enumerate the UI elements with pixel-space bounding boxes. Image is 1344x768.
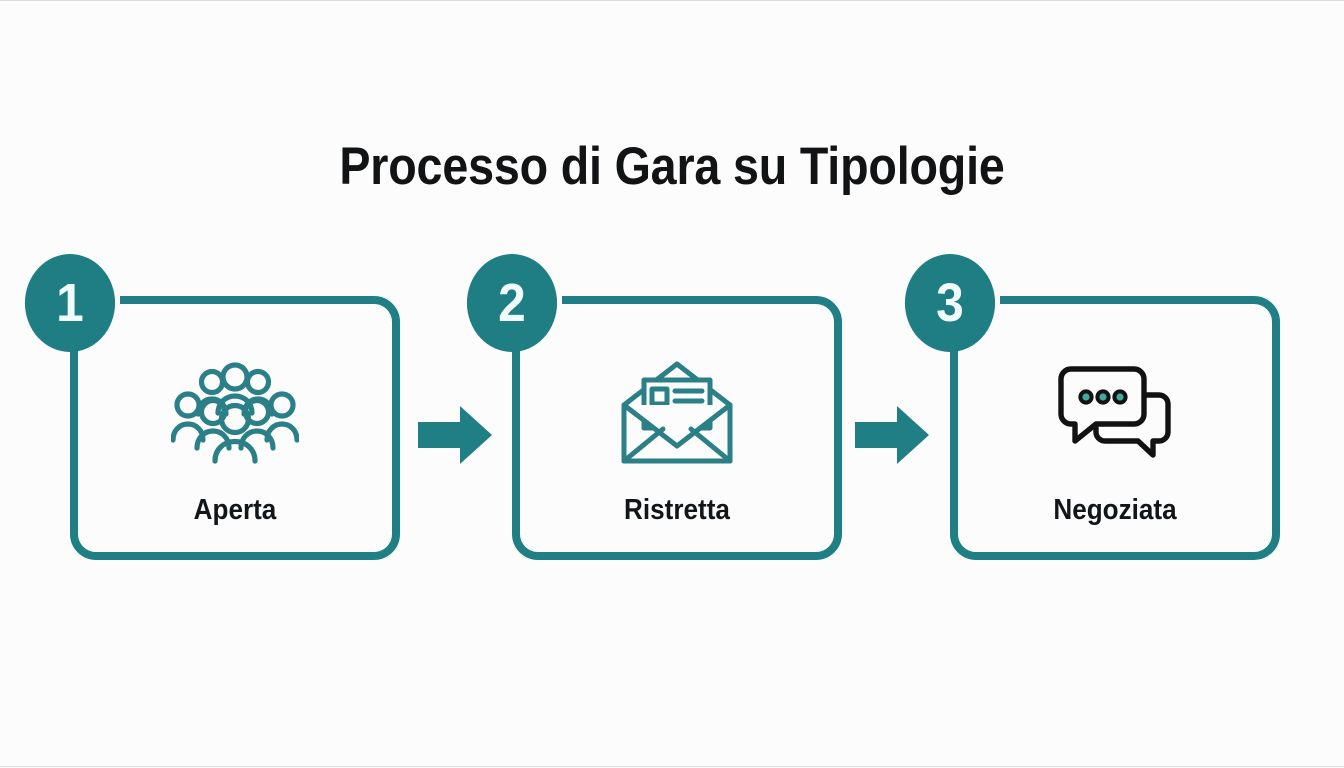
step-label-1: Aperta [193,494,277,526]
speech-bubbles-icon [1058,366,1171,458]
step-badge-3-number: 3 [936,273,964,333]
step-card-2-frame [512,296,842,560]
step-card-1[interactable]: 1 [24,254,400,560]
canvas-bottom-edge [0,766,1344,767]
right-arrow-icon [418,406,492,464]
step-badge-2-number: 2 [498,273,526,333]
connector-arrow-1 [418,404,492,466]
page-title: Processo di Gara su Tipologie [339,137,1005,196]
right-arrow-icon [855,406,929,464]
step-card-3[interactable]: 3 Negoziata [904,254,1280,560]
step-badge-1: 1 [24,254,116,352]
step-label-3: Negoziata [1053,494,1177,526]
step-label-2: Ristretta [624,494,730,526]
step-icon-1 [70,354,400,474]
step-card-3-frame [950,296,1280,560]
open-envelope-letter-icon [621,361,733,464]
step-badge-3: 3 [904,254,996,352]
step-card-2[interactable]: 2 Ris [466,254,842,560]
step-card-1-frame [70,296,400,560]
connector-arrow-2 [855,404,929,466]
step-badge-2: 2 [466,254,558,352]
step-icon-3 [950,354,1280,474]
people-group-icon [171,362,299,464]
step-icon-2 [512,354,842,474]
canvas-top-edge [0,0,1344,1]
step-badge-1-number: 1 [56,273,84,333]
